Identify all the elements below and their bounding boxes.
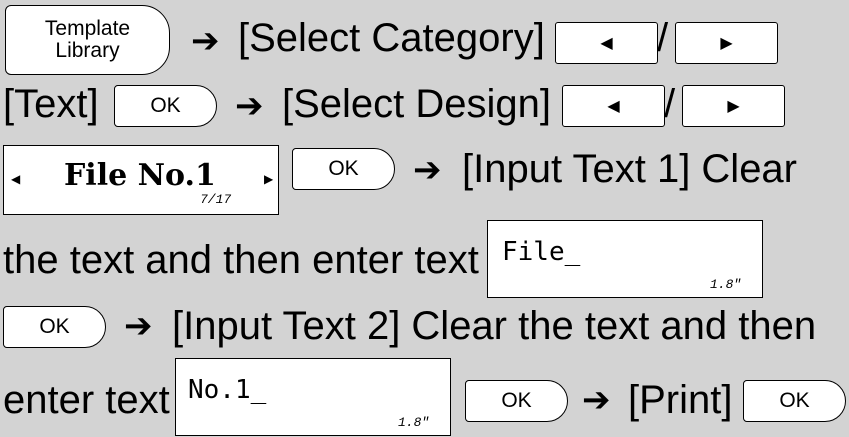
lcd-tape-size: 1.8" — [710, 277, 742, 292]
lcd-counter: 7/17 — [200, 192, 232, 207]
lcd-entered-text: No.1_ — [188, 375, 267, 405]
instruction-text: the text and then enter text — [3, 238, 479, 282]
arrow-icon: ➔ — [582, 381, 611, 419]
arrow-icon: ➔ — [124, 307, 153, 345]
input-text2-instruction: [Input Text 2] Clear the text and then — [172, 304, 817, 348]
ok-key[interactable]: OK — [465, 380, 568, 422]
ok-key[interactable]: OK — [3, 306, 106, 348]
select-design-text: [Select Design] — [282, 82, 552, 126]
lcd-tape-size: 1.8" — [398, 415, 430, 430]
template-library-key[interactable]: Template Library — [5, 5, 170, 75]
select-category-text: [Select Category] — [238, 16, 545, 60]
lcd-entered-text: File_ — [502, 237, 581, 267]
lcd-text-entry: File_ 1.8" — [487, 220, 763, 298]
arrow-icon: ➔ — [191, 22, 220, 60]
arrow-icon: ➔ — [413, 151, 442, 189]
ok-key[interactable]: OK — [114, 85, 217, 127]
lcd-text-entry-2: No.1_ 1.8" — [175, 358, 451, 436]
print-step: [Print] — [628, 378, 733, 422]
right-arrow-key[interactable]: ▶ — [675, 22, 778, 64]
chevron-right-icon: ▶ — [264, 172, 274, 186]
slash-separator: / — [664, 82, 676, 126]
chevron-left-icon: ◀ — [11, 172, 21, 186]
lcd-design-preview: ◀ File No.1 7/17 ▶ — [3, 145, 279, 215]
left-arrow-key[interactable]: ◀ — [555, 22, 658, 64]
lcd-design-name: File No.1 — [64, 158, 216, 193]
arrow-icon: ➔ — [235, 87, 264, 125]
input-text1-instruction: [Input Text 1] Clear — [462, 147, 797, 191]
ok-key[interactable]: OK — [292, 148, 395, 190]
ok-key[interactable]: OK — [743, 380, 846, 422]
instruction-text: enter text — [3, 378, 170, 422]
right-arrow-key[interactable]: ▶ — [682, 85, 785, 127]
text-step: [Text] — [3, 82, 99, 126]
left-arrow-key[interactable]: ◀ — [562, 85, 665, 127]
slash-separator: / — [657, 16, 669, 60]
